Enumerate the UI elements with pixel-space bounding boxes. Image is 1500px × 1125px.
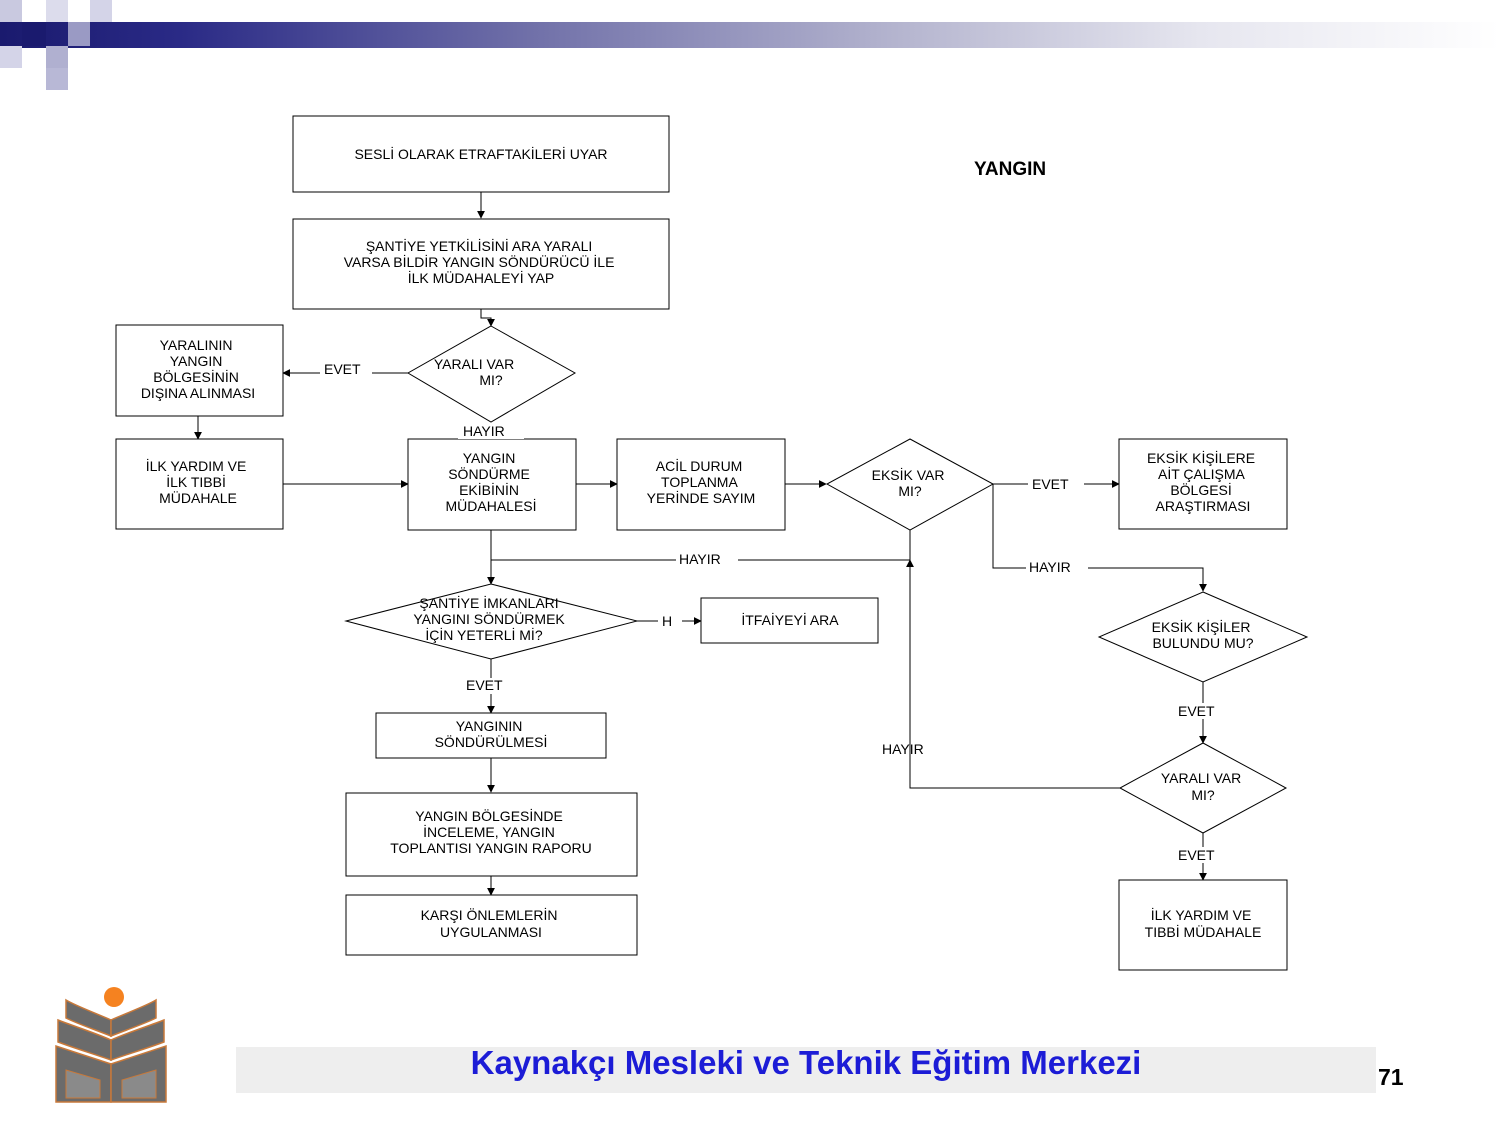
flow-box <box>616 438 786 531</box>
edge-label: EVET <box>1178 847 1215 863</box>
edge-label: HAYIR <box>679 551 721 567</box>
flow-box <box>115 324 284 417</box>
node-label: İTFAİYEYİ ARA <box>741 611 839 628</box>
edge-label: EVET <box>1032 476 1069 492</box>
edge-label: HAYIR <box>463 423 505 439</box>
page-number: 71 <box>1378 1064 1404 1090</box>
node-label: KARŞI ÖNLEMLERİN UYGULANMASI <box>421 906 562 940</box>
edge-label: H <box>662 613 672 629</box>
node-label: ACİL DURUM TOPLANMA YERİNDE SAYIM <box>647 457 756 506</box>
decision-diamond <box>1118 742 1288 834</box>
logo-orange-dot <box>104 987 124 1007</box>
footer-bar <box>236 1047 1376 1093</box>
header-square <box>22 22 46 46</box>
diagram-title: YANGIN <box>974 159 1046 180</box>
flow-box <box>345 792 638 877</box>
flow-box <box>1118 879 1288 971</box>
decision-label: ŞANTİYE İMKANLARI YANGINI SÖNDÜRMEK İÇİN… <box>413 594 568 643</box>
edge-label: HAYIR <box>882 741 924 757</box>
header-square <box>46 46 68 68</box>
decision-label: YARALI VAR MI? <box>434 356 518 388</box>
node-label: SESLİ OLARAK ETRAFTAKİLERİ UYAR <box>354 145 607 162</box>
institution-logo <box>55 987 167 1103</box>
header-square <box>46 68 68 90</box>
flow-box <box>292 218 670 310</box>
flow-box <box>292 115 670 193</box>
decision-label: EKSİK KİŞİLER BULUNDU MU? <box>1152 618 1255 651</box>
header-square <box>0 0 22 22</box>
edge-label: EVET <box>324 361 361 377</box>
node-label: İLK YARDIM VE TIBBİ MÜDAHALE <box>1145 906 1262 940</box>
flow-box <box>407 438 577 531</box>
node-label: YARALININ YANGIN BÖLGESİNİN DIŞINA ALINM… <box>141 337 255 401</box>
edge-label: EVET <box>1178 703 1215 719</box>
flow-box <box>700 597 879 644</box>
header-gradient-bar <box>0 22 1500 48</box>
header-square <box>0 46 22 68</box>
flow-box <box>345 894 638 956</box>
node-label: YANGIN BÖLGESİNDE İNCELEME, YANGIN TOPLA… <box>390 807 592 856</box>
edge <box>906 559 1120 789</box>
decision-diamond <box>407 325 577 423</box>
decision-diamond <box>825 438 995 531</box>
decision-label: EKSİK VAR MI? <box>872 466 949 499</box>
edge <box>480 309 495 327</box>
flow-box <box>1118 438 1288 530</box>
flow-box <box>375 712 607 759</box>
flowchart: YANGIN <box>115 115 1309 971</box>
node-label: İLK YARDIM VE İLK TIBBİ MÜDAHALE <box>146 457 251 506</box>
header-square <box>68 22 90 46</box>
edge-label: HAYIR <box>1029 559 1071 575</box>
edge-label: EVET <box>466 677 503 693</box>
institution-name: Kaynakçı Mesleki ve Teknik Eğitim Merkez… <box>470 1044 1142 1081</box>
decision-diamond <box>344 583 638 660</box>
edge <box>992 484 1207 592</box>
node-label: YANGININ SÖNDÜRÜLMESİ <box>435 718 548 750</box>
header-square <box>46 0 68 22</box>
node-label: EKSİK KİŞİLERE AİT ÇALIŞMA BÖLGESİ ARAŞT… <box>1147 449 1259 514</box>
node-label: ŞANTİYE YETKİLİSİNİ ARA YARALI VARSA BİL… <box>344 237 619 286</box>
node-label: YANGIN SÖNDÜRME EKİBİNİN MÜDAHALESİ <box>445 450 536 514</box>
decision-label: YARALI VAR MI? <box>1161 770 1245 803</box>
decision-diamond <box>1097 591 1309 683</box>
flow-box <box>115 438 284 530</box>
header-square <box>90 0 112 22</box>
